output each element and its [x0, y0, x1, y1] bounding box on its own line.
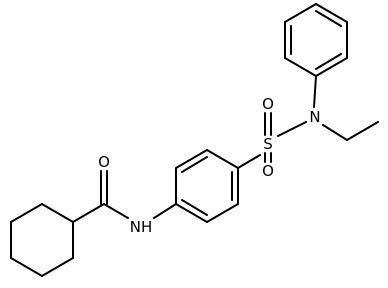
sulfonyl-group: [237, 112, 307, 169]
cyclohexane-ring: [10, 203, 74, 277]
amide-group: [72, 170, 177, 223]
phenylene-ring: [175, 149, 239, 223]
phenyl-ring: [284, 3, 348, 108]
sulfur-label: S: [263, 135, 273, 153]
sulfonyl-oxygen-top-label: O: [262, 95, 274, 113]
sulfonamide-nitrogen-label: N: [309, 108, 320, 126]
amide-nh-label: NH: [130, 218, 153, 236]
ethyl-group: [322, 121, 379, 141]
carbonyl-oxygen-label: O: [98, 153, 110, 171]
sulfonyl-oxygen-bottom-label: O: [262, 162, 274, 180]
